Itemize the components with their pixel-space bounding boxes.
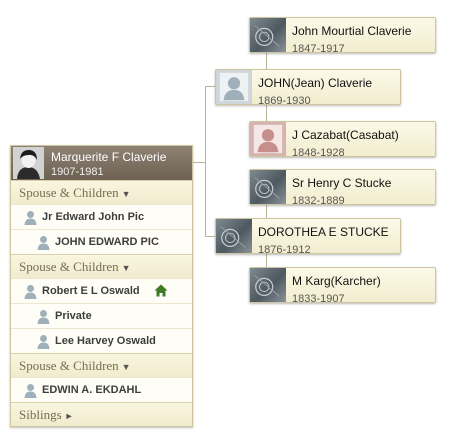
ancestor-name: Sr Henry C Stucke <box>292 176 392 190</box>
spouse-name: EDWIN A. EKDAHL <box>42 384 142 396</box>
spouse-children-toggle[interactable]: Spouse & Children▼ <box>11 180 192 204</box>
ancestor-dates: 1833-1907 <box>292 293 345 305</box>
caret-down-icon: ▼ <box>121 263 131 273</box>
connector-to-father <box>205 86 215 87</box>
section-label: Spouse & Children <box>19 358 119 373</box>
ancestor-dates: 1876-1912 <box>258 244 311 256</box>
child-item[interactable]: JOHN EDWARD PIC <box>11 229 192 254</box>
child-name: Lee Harvey Oswald <box>55 335 156 347</box>
ancestor-card-paternal-grandmother[interactable]: J Cazabat(Casabat) 1848-1928 <box>249 121 436 159</box>
section-label: Siblings <box>19 407 62 422</box>
child-item[interactable]: Lee Harvey Oswald <box>11 328 192 353</box>
male-silhouette-icon <box>37 236 50 250</box>
ancestor-name: JOHN(Jean) Claverie <box>258 76 373 90</box>
home-icon[interactable] <box>154 284 168 297</box>
child-item[interactable]: Private <box>11 303 192 328</box>
child-name: Private <box>55 310 92 322</box>
ancestor-name: M Karg(Karcher) <box>292 274 381 288</box>
focus-person-panel: Marquerite F Claverie 1907-1981 Spouse &… <box>10 145 193 427</box>
ancestor-card-father[interactable]: JOHN(Jean) Claverie 1869-1930 <box>215 69 401 107</box>
male-silhouette-icon <box>24 211 37 225</box>
connector-parents-vertical <box>205 86 206 237</box>
caret-right-icon: ► <box>64 411 74 421</box>
focus-person-name: Marquerite F Claverie <box>51 150 167 164</box>
connector-focus-to-parents <box>192 162 206 163</box>
ancestor-dates: 1848-1928 <box>292 147 345 159</box>
ancestor-name: J Cazabat(Casabat) <box>292 128 399 142</box>
ancestor-name: John Mourtial Claverie <box>292 24 412 38</box>
photo-icon <box>216 219 252 253</box>
caret-down-icon: ▼ <box>121 362 131 372</box>
spouse-item[interactable]: EDWIN A. EKDAHL <box>11 377 192 402</box>
male-silhouette-icon <box>24 384 37 398</box>
male-silhouette-icon <box>24 285 37 299</box>
ancestor-card-maternal-grandfather[interactable]: Sr Henry C Stucke 1832-1889 <box>249 169 436 207</box>
photo-icon <box>250 268 286 302</box>
male-silhouette-icon <box>37 310 50 324</box>
ancestor-dates: 1832-1889 <box>292 195 345 207</box>
ancestor-dates: 1847-1917 <box>292 43 345 55</box>
spouse-children-toggle[interactable]: Spouse & Children▼ <box>11 254 192 278</box>
spouse-item[interactable]: Jr Edward John Pic <box>11 204 192 229</box>
photo-icon <box>250 170 286 204</box>
ancestor-card-paternal-grandfather[interactable]: John Mourtial Claverie 1847-1917 <box>249 17 436 55</box>
child-name: JOHN EDWARD PIC <box>55 236 159 248</box>
spouse-name: Robert E L Oswald <box>42 285 140 297</box>
ancestor-name: DOROTHEA E STUCKE <box>258 225 389 239</box>
section-label: Spouse & Children <box>19 185 119 200</box>
connector-to-mother <box>205 236 215 237</box>
portrait-photo <box>13 147 44 179</box>
focus-person-dates: 1907-1981 <box>51 166 104 178</box>
male-silhouette-icon <box>216 70 252 104</box>
ancestor-dates: 1869-1930 <box>258 95 311 107</box>
spouse-name: Jr Edward John Pic <box>42 211 145 223</box>
photo-icon <box>250 18 286 52</box>
caret-down-icon: ▼ <box>121 189 131 199</box>
section-label: Spouse & Children <box>19 259 119 274</box>
focus-person-header[interactable]: Marquerite F Claverie 1907-1981 <box>11 146 192 180</box>
male-silhouette-icon <box>37 335 50 349</box>
spouse-children-toggle[interactable]: Spouse & Children▼ <box>11 353 192 377</box>
female-silhouette-icon <box>250 122 286 156</box>
spouse-item[interactable]: Robert E L Oswald <box>11 278 192 303</box>
ancestor-card-mother[interactable]: DOROTHEA E STUCKE 1876-1912 <box>215 218 401 256</box>
ancestor-card-maternal-grandmother[interactable]: M Karg(Karcher) 1833-1907 <box>249 267 436 305</box>
siblings-toggle[interactable]: Siblings► <box>11 402 192 426</box>
